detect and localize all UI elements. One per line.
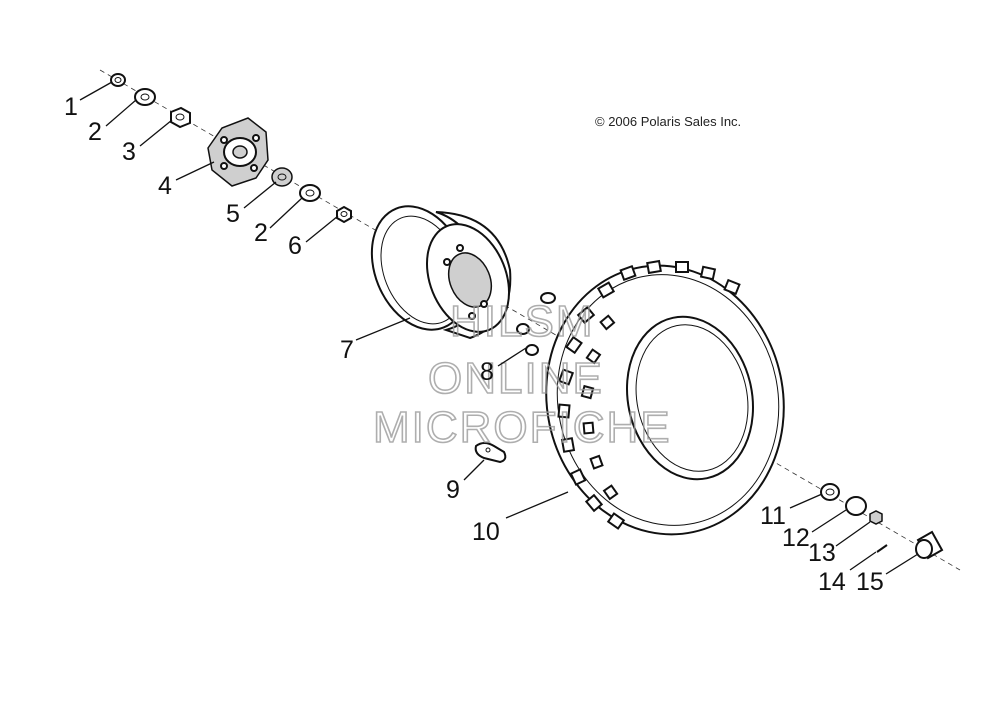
callout-7[interactable]: 7 [340, 336, 354, 364]
part-15-cap[interactable] [915, 530, 944, 560]
callout-13[interactable]: 13 [808, 539, 836, 567]
callouts: 1 2 3 4 5 2 6 7 8 9 10 11 12 13 14 15 [64, 93, 884, 596]
tire-tread [557, 259, 741, 530]
part-8-lug-nut[interactable] [516, 292, 556, 356]
part-12-dust-cap[interactable] [845, 496, 867, 516]
part-3-castle-nut[interactable] [170, 106, 191, 129]
part-11-washer[interactable] [820, 483, 840, 501]
callout-2-second[interactable]: 2 [254, 219, 268, 247]
callout-12[interactable]: 12 [782, 524, 810, 552]
callout-10[interactable]: 10 [472, 518, 500, 546]
callout-5[interactable]: 5 [226, 200, 240, 228]
part-14-cotter-pin[interactable] [876, 544, 888, 553]
part-9-valve[interactable] [474, 442, 507, 464]
part-7-wheel-rim[interactable] [354, 192, 524, 344]
callout-8[interactable]: 8 [480, 358, 494, 386]
callout-14[interactable]: 14 [818, 568, 846, 596]
watermark: HILSM ONLINE MICROFICHE [372, 296, 672, 453]
part-2-washer[interactable] [134, 88, 156, 106]
leader-lines [79, 81, 919, 575]
watermark-line-1: HILSM [450, 297, 594, 346]
callout-11[interactable]: 11 [760, 502, 786, 530]
callout-1[interactable]: 1 [64, 93, 78, 121]
part-6-nut[interactable] [336, 205, 352, 224]
callout-3[interactable]: 3 [122, 138, 136, 166]
callout-4[interactable]: 4 [158, 172, 172, 200]
callout-6[interactable]: 6 [288, 232, 302, 260]
part-5-bearing[interactable] [271, 167, 293, 187]
callout-2[interactable]: 2 [88, 118, 102, 146]
part-1-nut[interactable] [110, 73, 126, 87]
watermark-line-3: MICROFICHE [373, 403, 672, 452]
watermark-line-2: ONLINE [428, 354, 604, 403]
copyright-text: © 2006 Polaris Sales Inc. [595, 114, 741, 129]
part-2-washer-second[interactable] [299, 184, 321, 202]
part-4-hub[interactable] [207, 117, 269, 187]
part-13-nut[interactable] [869, 510, 883, 525]
part-10-tire[interactable] [522, 243, 809, 556]
callout-9[interactable]: 9 [446, 476, 460, 504]
callout-15[interactable]: 15 [856, 568, 884, 596]
